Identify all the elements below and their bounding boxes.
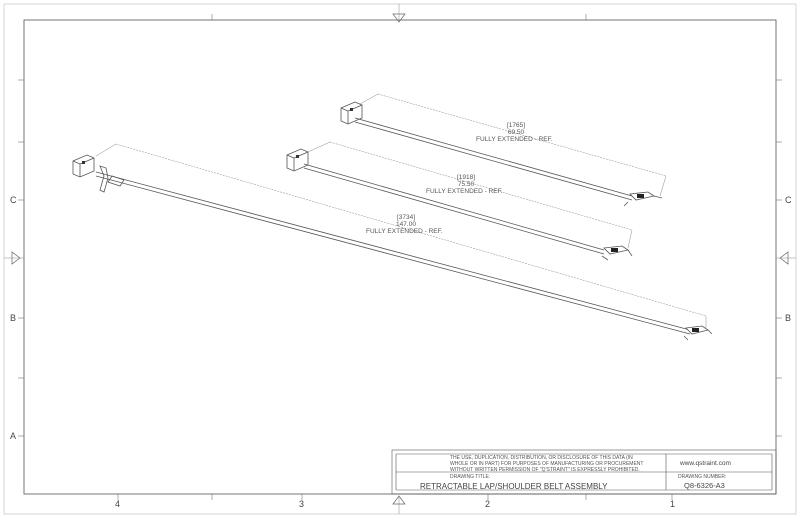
dimension-3-note: FULLY EXTENDED - REF. xyxy=(366,228,443,235)
dimension-1: [1765] 69.50 FULLY EXTENDED - REF. xyxy=(476,122,553,143)
drawing-title: RETRACTABLE LAP/SHOULDER BELT ASSEMBLY xyxy=(420,482,608,491)
webbing-2-top xyxy=(303,163,605,251)
belt-assembly-2 xyxy=(286,148,633,261)
drawing-number-label: DRAWING NUMBER: xyxy=(678,474,727,480)
dimension-3-mm: 3734 xyxy=(398,214,414,221)
frame-ticks xyxy=(18,14,782,500)
dimension-3-inches: 147.00 xyxy=(396,221,416,228)
dimension-2: [1918] 75.50 FULLY EXTENDED - REF. xyxy=(426,174,503,195)
bracket-3 xyxy=(99,165,109,193)
drawing-title-label: DRAWING TITLE: xyxy=(450,474,491,480)
zone-row-c-left: C xyxy=(10,195,17,205)
dimension-1-note: FULLY EXTENDED - REF. xyxy=(476,136,553,143)
zone-row-c-right: C xyxy=(785,195,792,205)
webbing-3-top xyxy=(95,171,691,331)
belt-assembly-1 xyxy=(340,101,663,207)
disclaimer-line-3: WITHOUT WRITTEN PERMISSION OF "Q'STRAINT… xyxy=(450,467,640,473)
title-block xyxy=(391,449,777,495)
disclaimer-line-2: WHOLE OR IN PART) FOR PURPOSES OF MANUFA… xyxy=(450,461,644,467)
dimension-1-mm: 1765 xyxy=(508,122,524,129)
zone-col-1: 1 xyxy=(670,499,676,509)
disclaimer-text: THE USE, DUPLICATION, DISTRIBUTION, OR D… xyxy=(450,455,660,473)
zone-col-2: 2 xyxy=(485,499,491,509)
disclaimer-line-1: THE USE, DUPLICATION, DISTRIBUTION, OR D… xyxy=(450,455,633,461)
dimension-2-mm: 1918 xyxy=(458,174,474,181)
drawing-number: Q8-6326-A3 xyxy=(684,481,725,490)
retractor-3 xyxy=(72,154,95,178)
webbing-1-bottom xyxy=(354,121,633,201)
zone-row-b-left: B xyxy=(10,313,17,323)
zone-col-4: 4 xyxy=(115,499,121,509)
outer-frame xyxy=(3,3,797,515)
retractor-1 xyxy=(340,101,363,125)
webbing-1-top xyxy=(354,117,633,197)
zone-col-3: 3 xyxy=(299,499,305,509)
webbing-3-bottom xyxy=(95,175,691,335)
dimension-2-inches: 75.50 xyxy=(457,181,475,188)
webbing-2-bottom xyxy=(303,167,605,255)
dimension-1-inches: 69.50 xyxy=(507,129,525,136)
zone-row-a-left: A xyxy=(10,431,17,441)
dimension-lines xyxy=(95,93,707,328)
zone-row-b-right: B xyxy=(785,313,792,323)
belt-assembly-3 xyxy=(72,154,713,341)
dimension-3: [3734] 147.00 FULLY EXTENDED - REF. xyxy=(366,214,443,235)
dimension-2-note: FULLY EXTENDED - REF. xyxy=(426,188,503,195)
website: www.qstraint.com xyxy=(680,460,731,467)
retractor-2 xyxy=(286,148,309,172)
